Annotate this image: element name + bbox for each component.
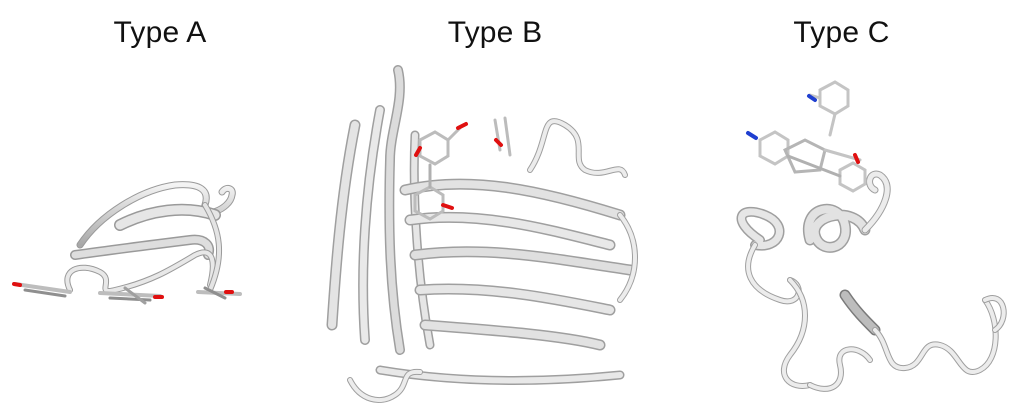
protein-structure-type-a [0,0,320,414]
protein-structure-type-b [320,0,670,414]
ribbon-backbone-a [67,185,232,291]
panel-type-b: Type B [320,0,670,414]
ribbon-barrel-b [332,70,635,400]
ribbon-helices-c [741,174,1003,389]
panel-type-c: Type C [670,0,1013,414]
panel-type-a: Type A [0,0,320,414]
protein-structure-type-c [670,0,1013,414]
ligand-sticks-c [748,82,865,191]
ligand-sticks-b [415,118,510,219]
